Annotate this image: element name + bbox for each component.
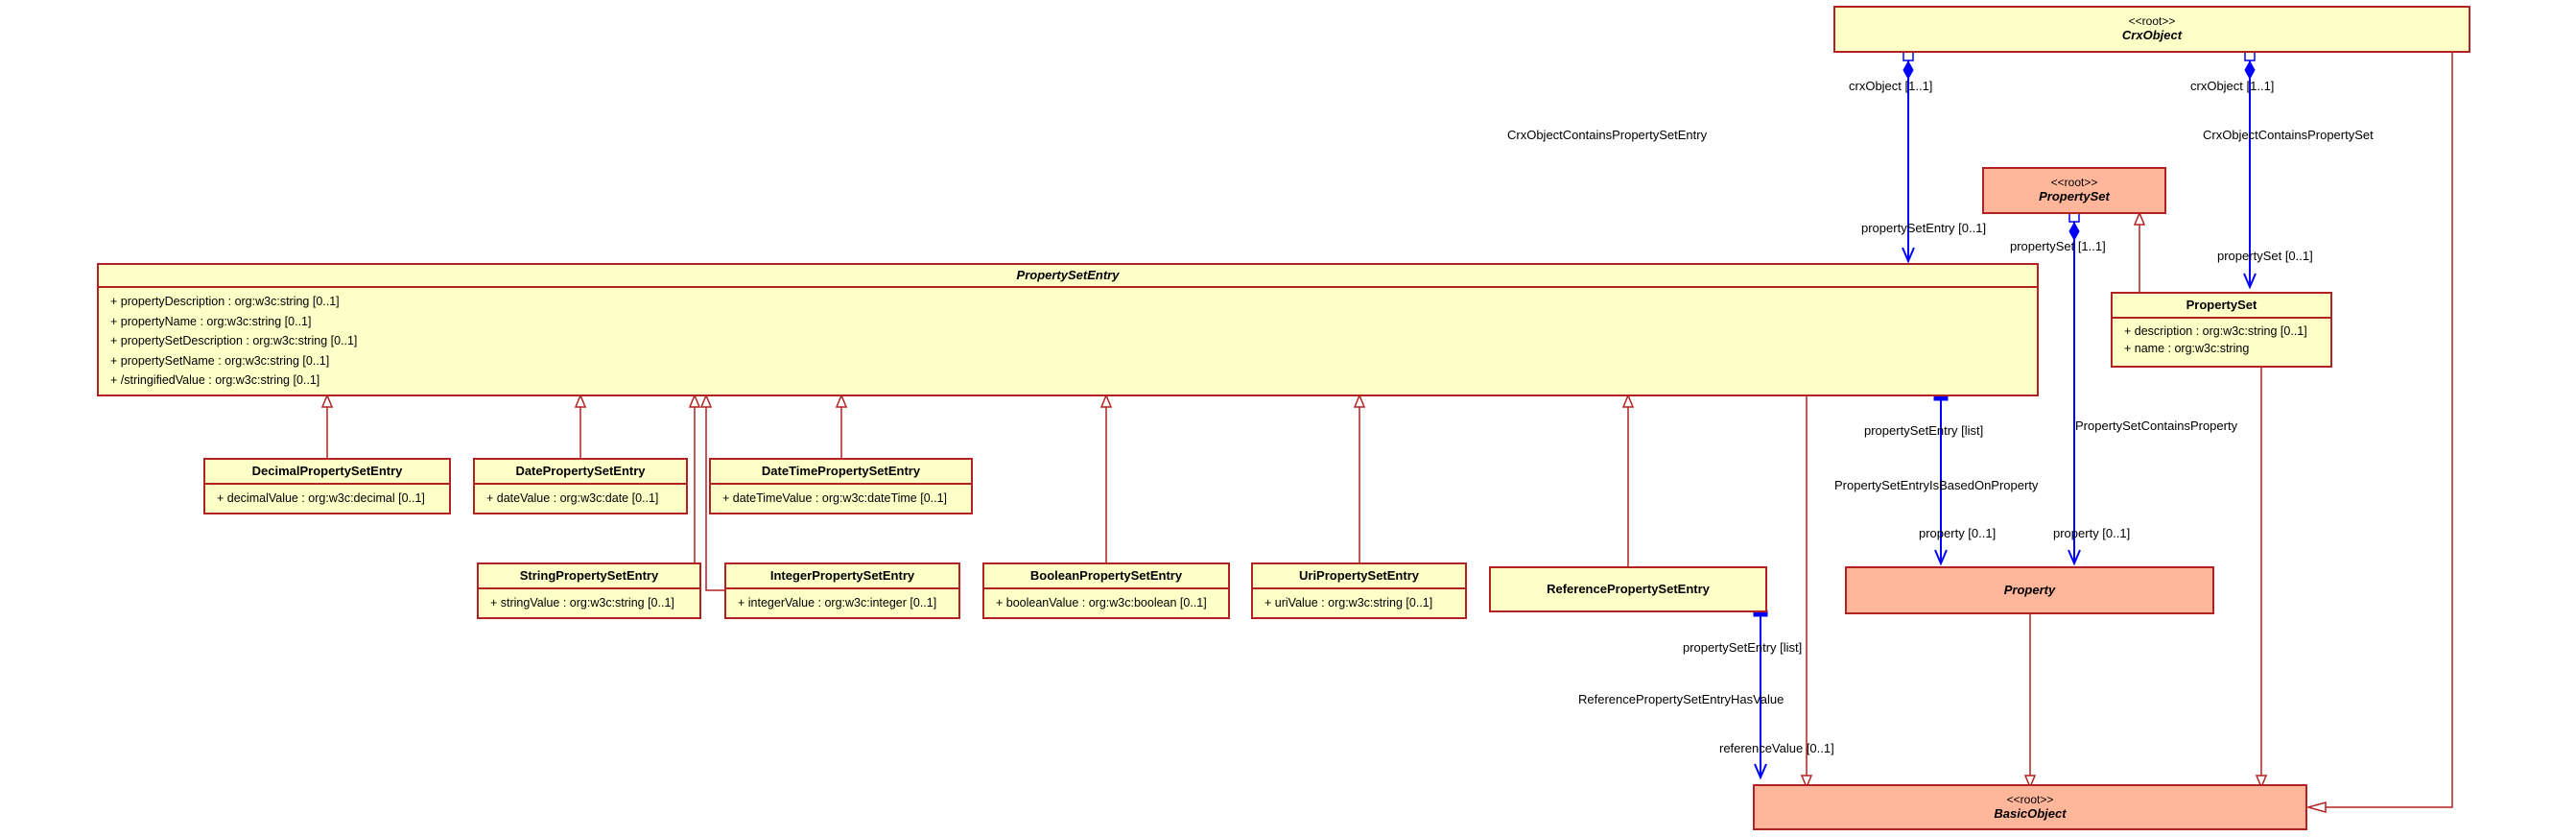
generalization-integer	[705, 407, 724, 591]
stereotype-label: <<root>>	[2128, 14, 2176, 28]
class-name: PropertySet	[2039, 189, 2110, 203]
attribute: + booleanValue : org:w3c:boolean [0..1]	[996, 596, 1207, 610]
role-crx-object: crxObject [1..1]	[2190, 79, 2275, 93]
class-date-property-set-entry[interactable]: DatePropertySetEntry + dateValue : org:w…	[473, 458, 688, 514]
class-name: BooleanPropertySetEntry	[984, 564, 1228, 589]
class-name: PropertySetEntry	[99, 265, 2037, 288]
role-property: property [0..1]	[1919, 526, 1997, 540]
class-name: DateTimePropertySetEntry	[711, 460, 971, 485]
stereotype-label: <<root>>	[2050, 176, 2098, 189]
attribute: + propertySetDescription : org:w3c:strin…	[110, 334, 358, 347]
class-name: ReferencePropertySetEntry	[1547, 582, 1710, 596]
class-crx-object[interactable]: <<root>> CrxObject	[1833, 6, 2470, 53]
stereotype-label: <<root>>	[2006, 792, 2054, 806]
class-name: DatePropertySetEntry	[475, 460, 686, 485]
attribute: + uriValue : org:w3c:string [0..1]	[1264, 596, 1433, 610]
attribute: + propertySetName : org:w3c:string [0..1…	[110, 353, 330, 368]
attribute: + propertyName : org:w3c:string [0..1]	[110, 314, 312, 328]
role-property-set: propertySet [0..1]	[2217, 249, 2313, 263]
assoc-name-reference-has-value: ReferencePropertySetEntryHasValue	[1578, 692, 1784, 706]
role-property-set-entry: propertySetEntry [0..1]	[1861, 221, 1987, 235]
class-name: CrxObject	[2121, 28, 2183, 42]
attribute: + name : org:w3c:string	[2124, 342, 2250, 355]
class-property-set-entry[interactable]: PropertySetEntry + propertyDescription :…	[97, 263, 2039, 396]
attribute: + dateTimeValue : org:w3c:dateTime [0..1…	[722, 491, 948, 505]
class-name: BasicObject	[1994, 805, 2067, 821]
attribute: + description : org:w3c:string [0..1]	[2124, 324, 2307, 338]
class-name: UriPropertySetEntry	[1253, 564, 1465, 589]
class-decimal-property-set-entry[interactable]: DecimalPropertySetEntry + decimalValue :…	[203, 458, 451, 514]
class-property-set-root[interactable]: <<root>> PropertySet	[1982, 167, 2166, 214]
attribute: + propertyDescription : org:w3c:string […	[110, 295, 340, 308]
assoc-name-crx-contains-set: CrxObjectContainsPropertySet	[2203, 128, 2374, 142]
role-property: property [0..1]	[2053, 526, 2131, 540]
role-property-set: propertySet [1..1]	[2010, 239, 2106, 253]
role-crx-object: crxObject [1..1]	[1849, 79, 1933, 93]
attribute: + dateValue : org:w3c:date [0..1]	[486, 491, 659, 505]
class-name: PropertySet	[2113, 294, 2330, 319]
assoc-name-set-contains-property: PropertySetContainsProperty	[2075, 418, 2238, 433]
class-name: IntegerPropertySetEntry	[726, 564, 958, 589]
attribute: + decimalValue : org:w3c:decimal [0..1]	[217, 491, 425, 505]
class-property[interactable]: Property	[1845, 566, 2214, 614]
class-name: StringPropertySetEntry	[479, 564, 699, 589]
class-reference-property-set-entry[interactable]: ReferencePropertySetEntry	[1489, 566, 1767, 612]
assoc-name-crx-contains-entry: CrxObjectContainsPropertySetEntry	[1507, 128, 1708, 142]
class-name: DecimalPropertySetEntry	[205, 460, 449, 485]
attribute: + /stringifiedValue : org:w3c:string [0.…	[110, 373, 320, 387]
class-string-property-set-entry[interactable]: StringPropertySetEntry + stringValue : o…	[477, 562, 701, 619]
generalization-crx-basic	[2326, 53, 2453, 808]
class-uri-property-set-entry[interactable]: UriPropertySetEntry + uriValue : org:w3c…	[1251, 562, 1467, 619]
class-property-set[interactable]: PropertySet + description : org:w3c:stri…	[2111, 292, 2332, 368]
assoc-name-entry-based-on-property: PropertySetEntryIsBasedOnProperty	[1834, 478, 2039, 492]
attribute: + stringValue : org:w3c:string [0..1]	[490, 596, 674, 610]
role-property-set-entry-list: propertySetEntry [list]	[1864, 423, 1984, 438]
class-integer-property-set-entry[interactable]: IntegerPropertySetEntry + integerValue :…	[724, 562, 960, 619]
class-datetime-property-set-entry[interactable]: DateTimePropertySetEntry + dateTimeValue…	[709, 458, 973, 514]
attribute: + integerValue : org:w3c:integer [0..1]	[738, 596, 937, 610]
class-name: Property	[2003, 583, 2056, 597]
class-basic-object[interactable]: <<root>> BasicObject	[1753, 784, 2307, 830]
class-boolean-property-set-entry[interactable]: BooleanPropertySetEntry + booleanValue :…	[982, 562, 1230, 619]
role-property-set-entry-list: propertySetEntry [list]	[1683, 640, 1803, 655]
role-reference-value: referenceValue [0..1]	[1719, 741, 1834, 755]
